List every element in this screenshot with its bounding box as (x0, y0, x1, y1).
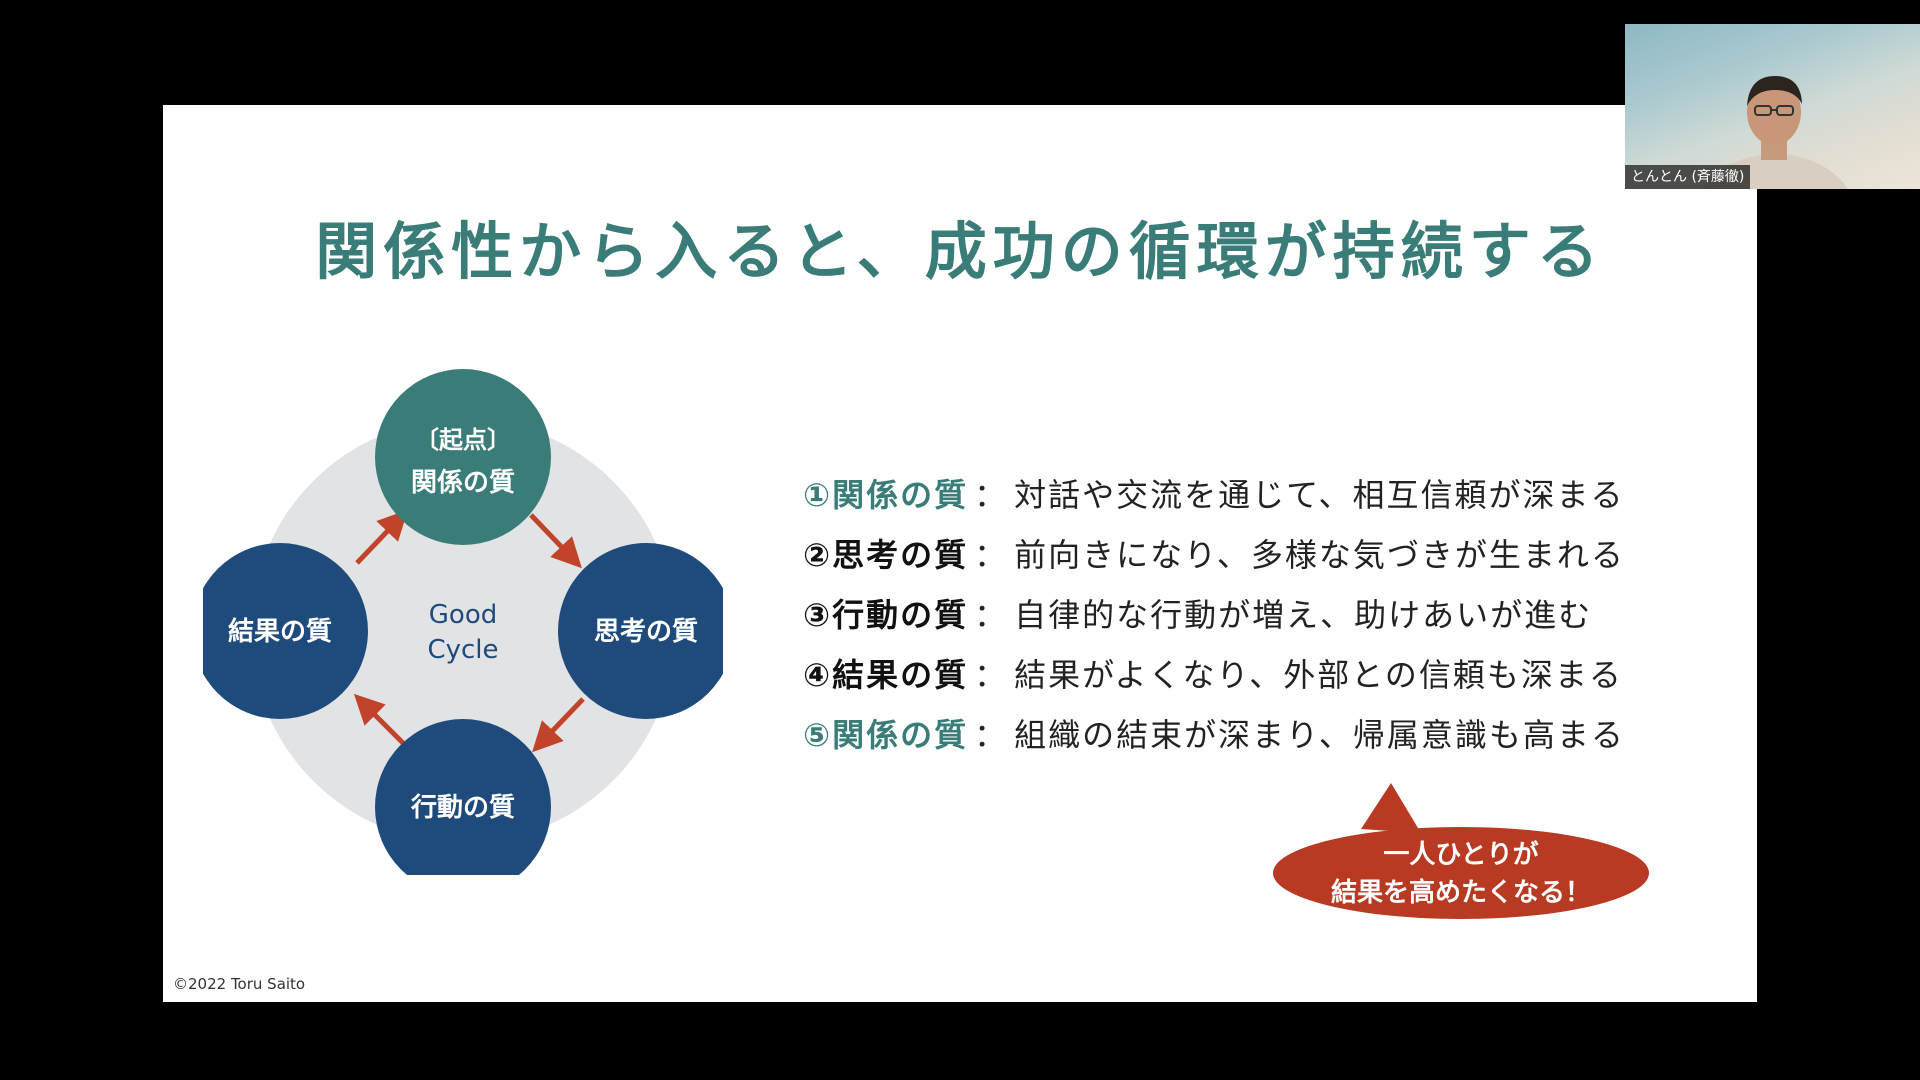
node-right-circle (558, 543, 723, 719)
quality-item-3: ③行動の質：自律的な行動が増え、助けあいが進む (803, 596, 1593, 634)
node-bottom-label: 行動の質 (410, 792, 515, 823)
quality-text: 自律的な行動が増え、助けあいが進む (1014, 596, 1593, 634)
node-left-circle (203, 543, 368, 719)
quality-text: 対話や交流を通じて、相互信頼が深まる (1014, 476, 1625, 514)
quality-list: ①関係の質：対話や交流を通じて、相互信頼が深まる ②思考の質：前向きになり、多様… (803, 465, 1625, 765)
speech-bubble: 一人ひとりが 結果を高めたくなる！ (1273, 783, 1649, 919)
arrow-bottom-to-left (353, 693, 409, 749)
cycle-center-line1: Good (429, 600, 497, 630)
cycle-center-line2: Cycle (427, 635, 498, 665)
quality-text: 結果がよくなり、外部との信頼も深まる (1014, 656, 1623, 694)
arrow-right-to-bottom (532, 697, 585, 753)
arrow-left-to-top (355, 509, 408, 565)
node-bottom-circle (375, 719, 551, 875)
node-top-label: 関係の質 (411, 468, 515, 498)
cycle-ring (251, 419, 675, 843)
participant-name-label: とんとん (斉藤徹) (1625, 165, 1751, 189)
speech-bubble-line1: 一人ひとりが (1383, 839, 1538, 870)
quality-text: 組織の結束が深まり、帰属意識も高まる (1014, 716, 1625, 754)
node-top-tag: 〔起点〕 (415, 426, 511, 454)
arrow-top-to-right (529, 513, 582, 569)
presentation-slide: 関係性から入ると、成功の循環が持続する 〔起点〕 関係の質 思考の質 行動の質 … (163, 105, 1757, 1002)
quality-text: 前向きになり、多様な気づきが生まれる (1014, 536, 1625, 574)
node-top-circle (375, 369, 551, 545)
good-cycle-diagram: 〔起点〕 関係の質 思考の質 行動の質 結果の質 Good Cycle (203, 369, 723, 875)
slide-title: 関係性から入ると、成功の循環が持続する (315, 215, 1605, 288)
quality-label: ②思考の質 (803, 536, 969, 574)
quality-label: ③行動の質 (803, 596, 969, 634)
speech-bubble-line2: 結果を高めたくなる！ (1331, 877, 1591, 908)
copyright-notice: ©2022 Toru Saito (173, 975, 306, 993)
quality-item-2: ②思考の質：前向きになり、多様な気づきが生まれる (803, 536, 1625, 574)
quality-item-5: ⑤関係の質：組織の結束が深まり、帰属意識も高まる (803, 716, 1625, 754)
node-right-label: 思考の質 (594, 617, 698, 647)
quality-item-4: ④結果の質：結果がよくなり、外部との信頼も深まる (803, 656, 1623, 694)
speech-bubble-body (1273, 827, 1649, 919)
participant-video-tile[interactable]: とんとん (斉藤徹) (1625, 24, 1920, 189)
speech-bubble-tail (1361, 783, 1421, 833)
quality-label: ①関係の質 (803, 476, 969, 514)
quality-item-1: ①関係の質：対話や交流を通じて、相互信頼が深まる (803, 476, 1625, 514)
node-left-label: 結果の質 (228, 616, 332, 647)
quality-label: ④結果の質 (803, 656, 969, 694)
quality-label: ⑤関係の質 (803, 716, 969, 754)
